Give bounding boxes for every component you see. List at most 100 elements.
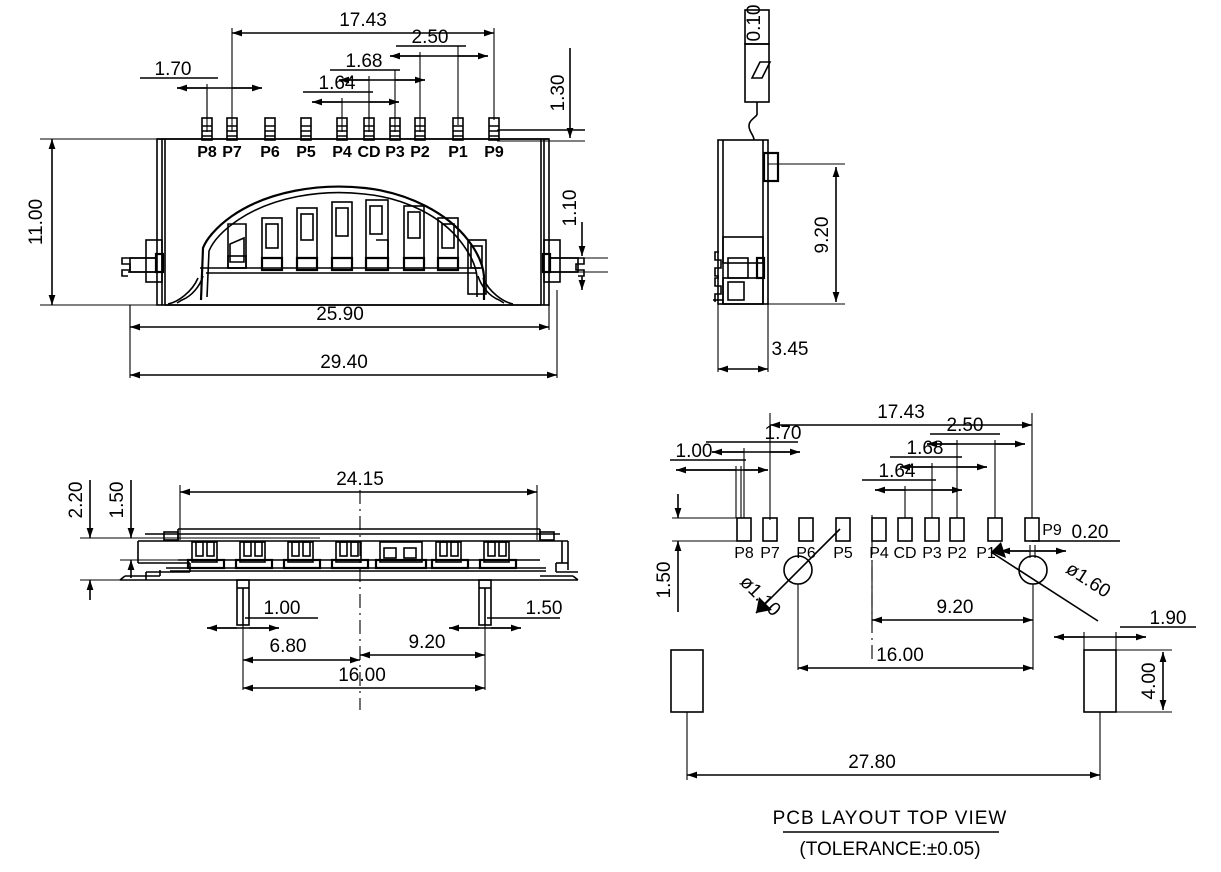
dim-label: 9.20 xyxy=(812,217,833,254)
pin-label-P1: P1 xyxy=(448,144,468,161)
front-view: 17.43 2.50 1.68 xyxy=(26,10,608,379)
dim-label: 1.30 xyxy=(548,75,569,112)
pin-P1 xyxy=(452,117,464,141)
dim-label: 1.68 xyxy=(907,438,944,459)
dim-label: 2.50 xyxy=(947,415,984,436)
dim-label: 1.10 xyxy=(560,190,581,227)
pad-P8 xyxy=(736,517,752,542)
top-view-contacts xyxy=(186,541,518,570)
pin-label-P9: P9 xyxy=(484,144,504,161)
pad-P1 xyxy=(987,517,1003,542)
dim-label: 27.80 xyxy=(848,752,896,773)
pin-label-P6: P6 xyxy=(260,144,280,161)
pin-label-P8: P8 xyxy=(197,144,217,161)
pcb-pads xyxy=(736,517,1040,542)
gdt-feature-control-frame: 0.10 xyxy=(744,5,772,115)
pad-label-CD: CD xyxy=(893,545,916,562)
leader-arrow xyxy=(756,597,772,613)
dim-label: 29.40 xyxy=(320,352,368,373)
dim-1-00-pcb: 1.00 xyxy=(670,441,768,518)
dim-1-10-front: 1.10 xyxy=(560,190,586,290)
pad-CD xyxy=(897,517,913,542)
pad-P6 xyxy=(798,517,814,542)
dim-6-80-top: 6.80 xyxy=(242,625,360,690)
side-view-body xyxy=(713,139,780,305)
dim-label: 11.00 xyxy=(26,199,47,245)
pin-P6 xyxy=(264,117,276,141)
pad-label-P3: P3 xyxy=(922,545,942,562)
dim-label: 2.50 xyxy=(412,27,449,48)
dim-label: 16.00 xyxy=(338,665,386,686)
dim-label: 1.50 xyxy=(526,598,563,619)
dim-label: 1.68 xyxy=(346,51,383,72)
dim-1-68-pcb: 1.68 xyxy=(890,438,987,518)
pad-P3 xyxy=(924,517,940,542)
dim-11-00-front: 11.00 xyxy=(26,138,160,306)
parallelism-symbol xyxy=(750,61,772,79)
dim-9-20-side: 9.20 xyxy=(768,163,845,305)
pad-P7 xyxy=(762,517,778,542)
dim-label: 25.90 xyxy=(316,304,364,325)
pin-label-P7: P7 xyxy=(222,144,242,161)
gdt-value: 0.10 xyxy=(744,5,765,42)
pad-label-P8: P8 xyxy=(734,545,754,562)
dim-9-20-top: 9.20 xyxy=(360,632,485,659)
dim-1-64-pcb: 1.64 xyxy=(862,461,962,518)
pin-CD xyxy=(363,117,375,141)
pad-label-P2: P2 xyxy=(947,545,967,562)
pin-label-CD: CD xyxy=(357,144,380,161)
dim-label: 16.00 xyxy=(876,645,924,666)
dim-label: 0.20 xyxy=(1072,522,1109,543)
dim-label: 1.50 xyxy=(107,482,128,519)
dim-3-45-side: 3.45 xyxy=(717,304,809,373)
dim-label: 1.64 xyxy=(319,73,356,94)
dim-label: 1.90 xyxy=(1150,608,1187,629)
dim-24-15-top: 24.15 xyxy=(179,469,538,540)
top-view-body xyxy=(119,528,579,626)
dim-17-43-pcb: 17.43 xyxy=(769,402,1033,520)
dim-2-20-top: 2.20 xyxy=(66,480,320,600)
dim-1-70-front: 1.70 xyxy=(140,59,262,132)
pad-P2 xyxy=(949,517,965,542)
pin-label-P2: P2 xyxy=(410,144,430,161)
contact-fingers xyxy=(227,199,487,295)
dim-1-00-top: 1.00 xyxy=(207,598,318,632)
dim-1-90-pcb: 1.90 xyxy=(1054,608,1196,650)
right-solder-tab xyxy=(541,239,608,283)
dim-label: 4.00 xyxy=(1139,663,1160,700)
top-view: 2.20 1.50 24.15 xyxy=(66,469,579,710)
dim-16-00-top: 16.00 xyxy=(243,625,486,692)
dim-17-43-front: 17.43 xyxy=(231,10,495,132)
dim-4-00-pcb: 4.00 xyxy=(1116,649,1172,713)
dim-25-90-front: 25.90 xyxy=(129,304,550,331)
dim-label: 3.45 xyxy=(772,339,809,360)
pin-P2 xyxy=(414,117,426,141)
dim-9-20-pcb: 9.20 xyxy=(871,560,1033,625)
front-view-pin-labels: P8 P7 P6 P5 P4 CD P3 P2 P1 P9 xyxy=(197,144,504,161)
pad-P4 xyxy=(871,517,887,542)
dim-1-50-pcb: 1.50 xyxy=(654,494,742,612)
pcb-view-title-block: PCB LAYOUT TOP VIEW (TOLERANCE:±0.05) xyxy=(773,808,1007,860)
dim-label: 1.64 xyxy=(879,461,916,482)
side-view: 0.10 9.20 xyxy=(713,5,845,373)
pin-P8 xyxy=(201,88,213,141)
pad-label-P7: P7 xyxy=(760,545,780,562)
pin-P5 xyxy=(300,117,312,141)
pad-label-P1: P1 xyxy=(976,545,996,562)
pin-label-P3: P3 xyxy=(385,144,405,161)
pin-label-P4: P4 xyxy=(332,144,352,161)
dim-27-80-pcb: 27.80 xyxy=(686,712,1101,780)
pin-P9 xyxy=(488,117,500,141)
dim-label: 6.80 xyxy=(270,636,307,657)
pin-label-P5: P5 xyxy=(296,144,316,161)
pad-label-P5: P5 xyxy=(833,545,853,562)
dim-label: 1.70 xyxy=(155,59,192,80)
dim-label: 9.20 xyxy=(937,597,974,618)
left-solder-tab xyxy=(121,239,165,283)
dim-label: 17.43 xyxy=(339,10,387,31)
front-view-body xyxy=(121,129,608,306)
pin-P4 xyxy=(336,117,348,141)
leader-arrow xyxy=(991,542,1006,558)
pad-label-P4: P4 xyxy=(869,545,889,562)
